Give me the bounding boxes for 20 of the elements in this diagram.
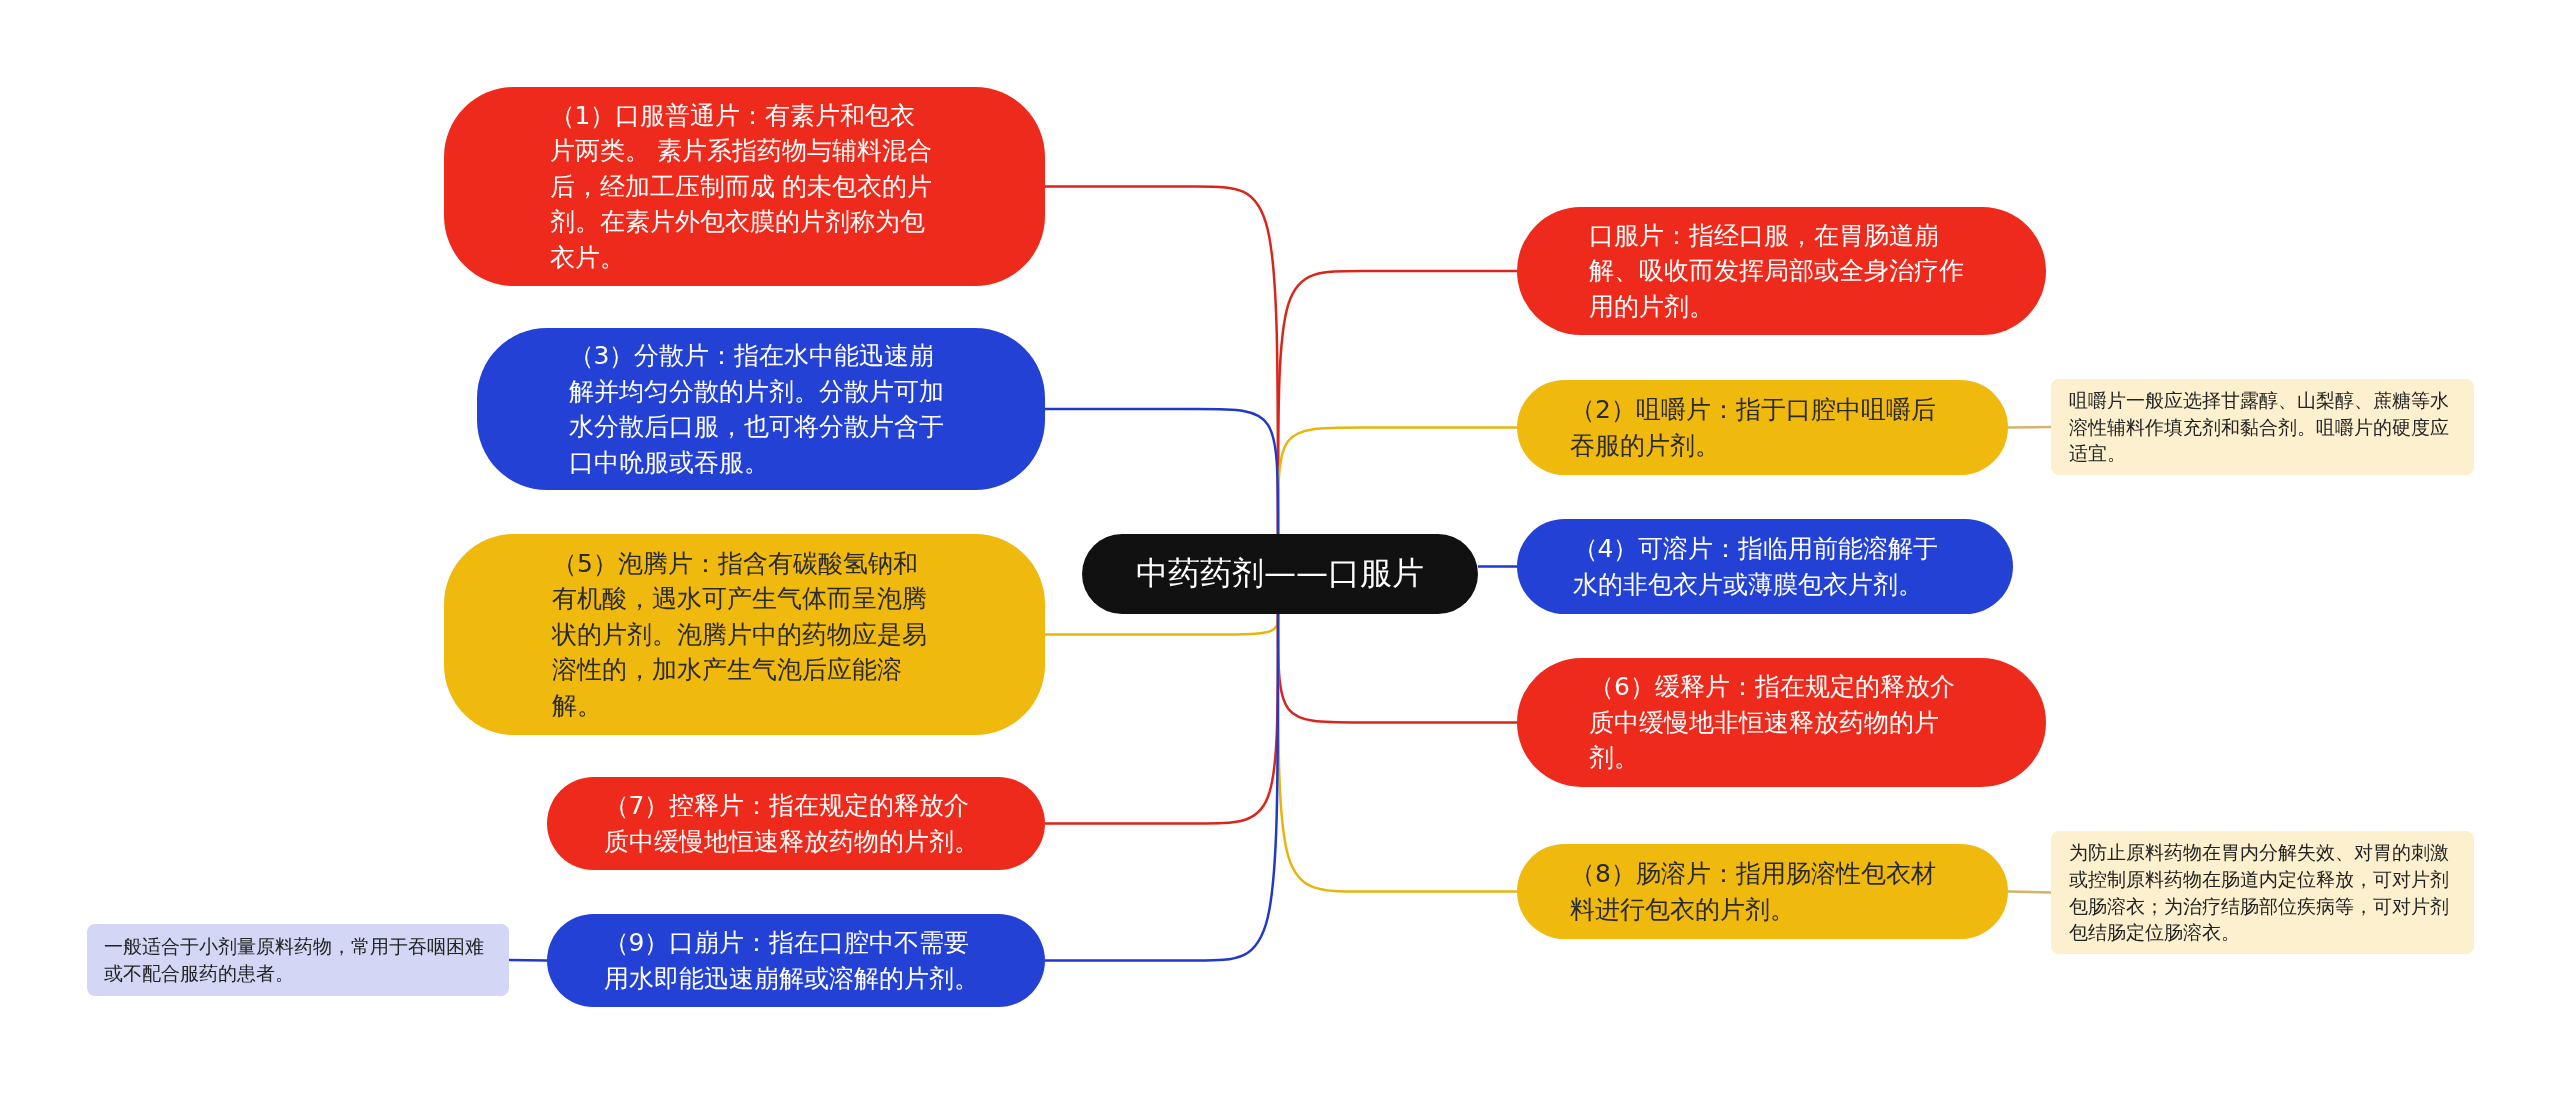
connector-line: [2007, 890, 2052, 894]
topic-box: （1）口服普通片：有素片和包衣片两类。 素片系指药物与辅料混合后，经加工压制而成 的未包衣的片剂。在素片外包衣膜的片剂称为包衣片。: [444, 87, 1045, 286]
topic-box: （6）缓释片：指在规定的释放介质中缓慢地非恒速释放药物的片剂。: [1517, 658, 2046, 787]
topic-box: （3）分散片：指在水中能迅速崩解并均匀分散的片剂。分散片可加水分散后口服，也可将分散片含于口中吮服或吞服。: [477, 328, 1045, 490]
topic-box: （8）肠溶片：指用肠溶性包衣材料进行包衣的片剂。: [1517, 844, 2008, 939]
topic-box: （7）控释片：指在规定的释放介质中缓慢地恒速释放药物的片剂。: [547, 777, 1045, 870]
connector-line: [1478, 565, 1517, 568]
central-topic-box: 中药药剂——口服片: [1082, 534, 1478, 614]
topic-box: （2）咀嚼片：指于口腔中咀嚼后吞服的片剂。: [1517, 380, 2008, 475]
connector-line: [2008, 425, 2051, 429]
note-box: 一般适合于小剂量原料药物，常用于吞咽困难或不配合服药的患者。: [87, 924, 509, 996]
connector-line: [509, 958, 547, 962]
topic-box: （4）可溶片：指临用前能溶解于水的非包衣片或薄膜包衣片剂。: [1517, 519, 2013, 614]
note-box: 为防止原料药物在胃内分解失效、对胃的刺激或控制原料药物在肠道内定位释放，可对片剂包肠溶衣；为治疗结肠部位疾病等，可对片剂包结肠定位肠溶衣。: [2051, 831, 2474, 954]
topic-box: （5）泡腾片：指含有碳酸氢钠和有机酸，遇水可产生气体而呈泡腾状的片剂。泡腾片中的药物应是易溶性的，加水产生气泡后应能溶解。: [444, 534, 1045, 735]
topic-box: （9）口崩片：指在口腔中不需要用水即能迅速崩解或溶解的片剂。: [547, 914, 1045, 1007]
connector-line: [1045, 614, 1280, 962]
topic-box: 口服片：指经口服，在胃肠道崩解、吸收而发挥局部或全身治疗作用的片剂。: [1517, 207, 2046, 335]
connector-line: [1045, 407, 1280, 534]
note-box: 咀嚼片一般应选择甘露醇、山梨醇、蔗糖等水溶性辅料作填充剂和黏合剂。咀嚼片的硬度应适宜。: [2051, 379, 2474, 475]
